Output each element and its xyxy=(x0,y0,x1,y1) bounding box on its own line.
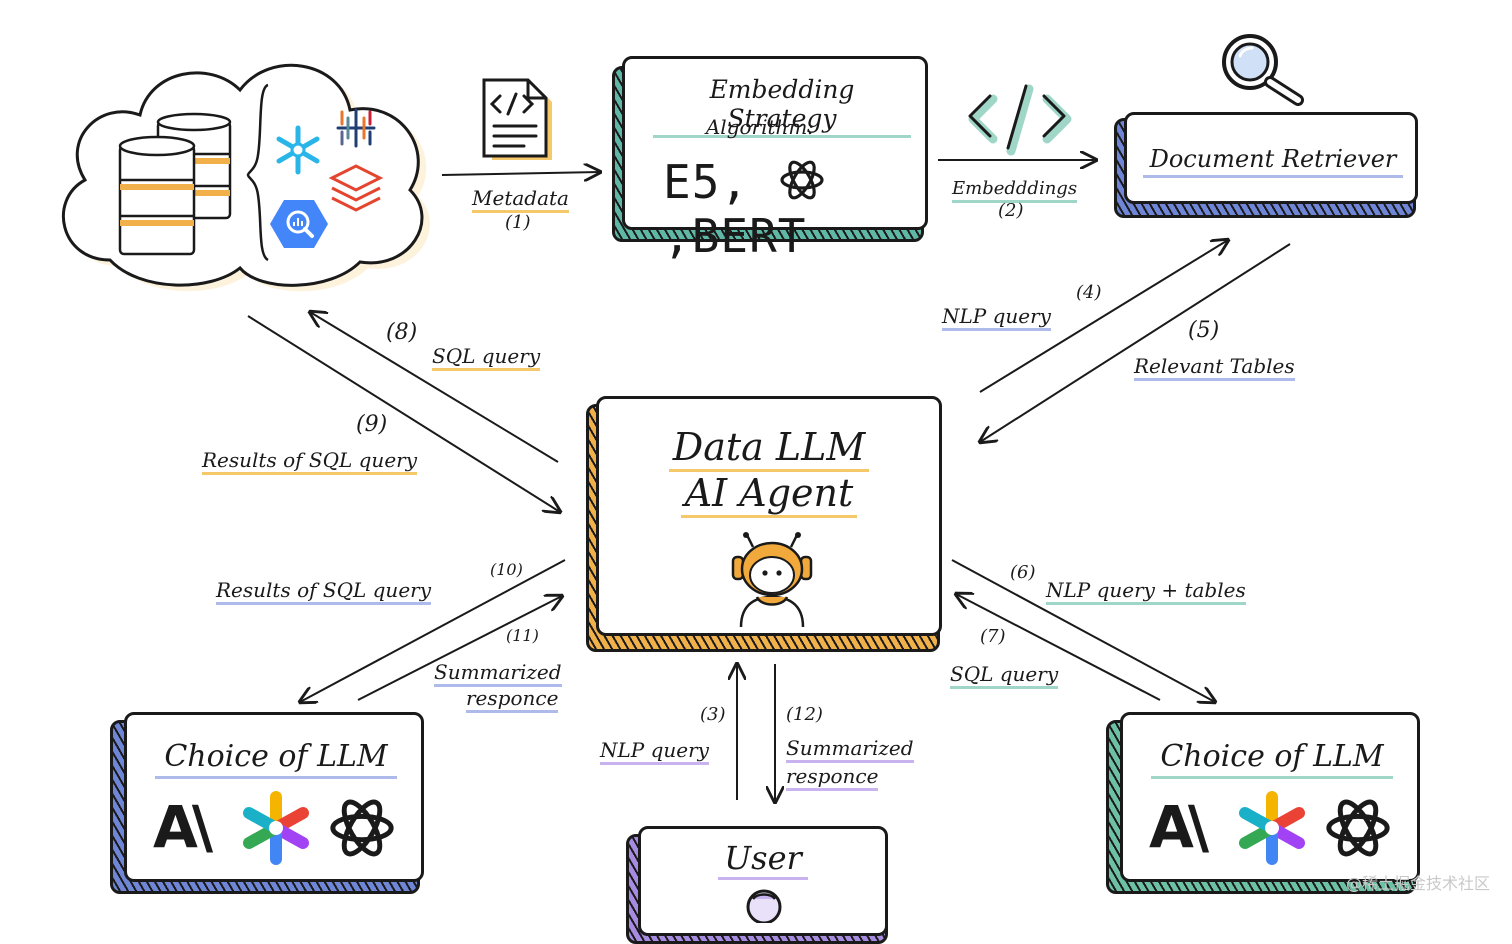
document-retriever-box: Document Retriever xyxy=(1124,112,1418,204)
anthropic-icon: A\ xyxy=(153,793,213,861)
edge-12-label-line2: responce xyxy=(786,766,879,791)
databricks-icon xyxy=(328,164,384,212)
edge-4-step: (4) xyxy=(1076,282,1102,303)
openai-icon xyxy=(330,799,394,857)
agent-title-line1: Data LLM xyxy=(599,425,939,472)
user-icon xyxy=(746,889,782,923)
gemini-icon xyxy=(1239,791,1305,865)
connector-layer xyxy=(247,0,1291,920)
model-e5: E5, xyxy=(663,155,750,209)
edge-9-step: (9) xyxy=(356,412,388,437)
openai-icon xyxy=(780,160,824,200)
edge-2-label: Embedddings xyxy=(952,180,1078,203)
user-title: User xyxy=(641,839,885,880)
edge-12-label-line1: Summarized xyxy=(786,738,914,763)
embedding-title: Embedding Strategy xyxy=(653,75,911,138)
data-sources-cloud xyxy=(40,30,440,300)
embedding-models: E5, ,BERT xyxy=(663,155,925,263)
embedding-subtitle: Algorithm: xyxy=(705,115,815,139)
watermark: @稀土掘金技术社区 xyxy=(1345,874,1490,893)
agent-title-line2: AI Agent xyxy=(599,471,939,518)
user-box: User xyxy=(638,826,888,936)
edge-10-arrow xyxy=(300,559,566,702)
bigquery-icon xyxy=(270,200,328,248)
edge-8-arrow xyxy=(310,312,559,463)
edge-8-label: SQL query xyxy=(432,346,541,371)
edge-3-label: NLP query xyxy=(600,740,709,765)
edge-3-step: (3) xyxy=(700,704,726,725)
edge-11-step: (11) xyxy=(506,626,539,645)
embedding-strategy-box: Embedding Strategy Algorithm: E5, ,BERT xyxy=(622,56,928,263)
edge-5-label: Relevant Tables xyxy=(1134,356,1295,381)
edge-10-label: Results of SQL query xyxy=(216,580,432,605)
snowflake-icon xyxy=(276,125,320,175)
llm-right-title: Choice of LLM xyxy=(1151,739,1393,779)
edge-4-arrow xyxy=(979,240,1228,393)
openai-icon xyxy=(1326,799,1390,857)
edge-11-label-line2: responce xyxy=(466,688,559,713)
llm-right-box: Choice of LLM A\ xyxy=(1120,712,1420,882)
edge-1-arrow xyxy=(441,172,600,175)
edge-6-step: (6) xyxy=(1010,562,1036,583)
edge-6-label: NLP query + tables xyxy=(1046,580,1246,605)
magnifier-icon xyxy=(1222,34,1304,106)
edge-9-label: Results of SQL query xyxy=(202,450,418,475)
gemini-icon xyxy=(243,791,309,865)
edge-7-label: SQL query xyxy=(950,664,1059,689)
edge-10-step: (10) xyxy=(490,560,523,579)
edge-4-label: NLP query xyxy=(942,306,1051,331)
edge-7-arrow xyxy=(956,594,1161,701)
edge-5-step: (5) xyxy=(1188,318,1220,343)
tableau-icon xyxy=(336,108,376,148)
model-bert: ,BERT xyxy=(663,209,807,263)
edge-11-arrow xyxy=(357,596,562,701)
code-document-icon xyxy=(482,78,552,160)
edge-9-arrow xyxy=(247,315,560,512)
code-brackets-icon xyxy=(968,84,1072,156)
edge-11-label-line1: Summarized xyxy=(434,662,562,687)
edge-2-step: (2) xyxy=(998,200,1024,221)
edge-1-label: Metadata xyxy=(472,188,569,213)
edge-8-step: (8) xyxy=(386,320,418,345)
edge-6-arrow xyxy=(951,559,1215,702)
edge-12-step: (12) xyxy=(786,704,823,725)
retriever-title: Document Retriever xyxy=(1143,145,1403,178)
data-llm-agent-box: Data LLM AI Agent xyxy=(596,396,942,636)
llm-left-title: Choice of LLM xyxy=(155,739,397,779)
edge-7-step: (7) xyxy=(980,626,1006,647)
edge-1-step: (1) xyxy=(505,212,531,233)
llm-left-box: Choice of LLM A\ xyxy=(124,712,424,882)
edge-5-arrow xyxy=(980,243,1291,442)
database-cloud-icon xyxy=(61,63,430,292)
robot-icon xyxy=(731,532,813,627)
anthropic-icon: A\ xyxy=(1149,793,1209,861)
